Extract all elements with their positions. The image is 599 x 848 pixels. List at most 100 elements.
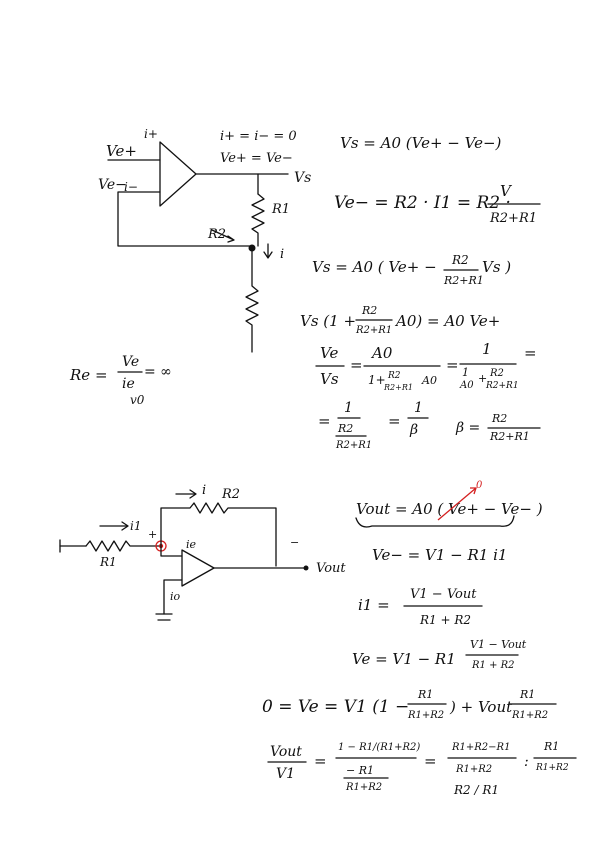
ratio-den: Vs xyxy=(320,370,339,388)
svg-text:=: = xyxy=(388,412,401,430)
eq-zero-den: R1+R2 xyxy=(407,710,444,721)
eq-vs2-num: R2 xyxy=(451,253,469,267)
eq-ve-num: V xyxy=(500,182,513,200)
eq-vs3-den: R2+R1 xyxy=(355,325,392,336)
gain-num: Vout xyxy=(270,744,302,760)
node-dot xyxy=(248,244,256,252)
zero-mark: 0 xyxy=(476,480,483,491)
eq-ve2-lhs: Ve = V1 − R1 xyxy=(352,650,456,668)
g2-den-den: R1+R2 xyxy=(345,782,382,793)
eq-vs2-a: Vs = A0 ( Ve+ − xyxy=(312,258,437,276)
svg-text:=: = xyxy=(314,752,327,770)
ratio-num: Ve xyxy=(320,344,338,362)
beta-num: 1 xyxy=(414,400,423,416)
label-minus: − xyxy=(290,536,299,549)
inverting-amplifier-circuit: i R2 i1 R1 + − Vout ie io xyxy=(59,483,346,621)
eq-ve-lhs: Ve− = R2 · I1 = R2 · xyxy=(334,193,511,213)
g3-div: : xyxy=(524,754,529,770)
eq-vs3-a: Vs (1 + xyxy=(300,312,356,330)
re-val: = ∞ xyxy=(144,364,172,380)
re-num: Ve xyxy=(122,354,139,370)
beta-def-num: R2 xyxy=(491,412,507,425)
sum-a-den: A0 xyxy=(459,380,474,391)
resistor-r1 xyxy=(85,540,161,552)
beta-def-den: R2+R1 xyxy=(489,430,530,443)
label-plus: + xyxy=(148,528,157,541)
label-i-minus: i− xyxy=(124,180,138,194)
re-den: ie xyxy=(122,376,135,392)
feedback-r2 xyxy=(160,502,277,567)
label-i-plus: i+ xyxy=(144,127,158,141)
g2-num: 1 − R1/(R1+R2) xyxy=(338,742,420,753)
label-vs: Vs xyxy=(294,170,311,186)
eq-zero-lhs: 0 = Ve = V1 (1 − xyxy=(262,697,409,717)
g4-num: R1 xyxy=(543,740,559,753)
eq-vout-brace xyxy=(355,515,515,528)
eq-i1-lhs: i1 = xyxy=(358,596,390,614)
label-r1: R1 xyxy=(271,202,290,217)
svg-text:=: = xyxy=(424,752,437,770)
label-ve-minus: Ve− xyxy=(98,177,127,193)
label-i1: i1 xyxy=(130,519,141,533)
ratio-den2-den: R2+R1 xyxy=(383,383,413,392)
eq-vs3-b: A0) = A0 Ve+ xyxy=(394,312,500,330)
ratio-a0: A0 xyxy=(370,344,393,362)
sum-a: 1 xyxy=(462,366,469,379)
ground-symbol xyxy=(155,613,173,621)
label-r1: R1 xyxy=(99,555,117,569)
eq-vs2-b: Vs ) xyxy=(482,258,511,276)
svg-text:=: = xyxy=(350,356,363,374)
derivation-noninverting: Vs = A0 (Ve+ − Ve−) Ve− = R2 · I1 = R2 ·… xyxy=(69,134,541,451)
re-def: Re = xyxy=(69,366,108,384)
sum-b-den: R2+R1 xyxy=(485,381,519,391)
g3-num: R1+R2−R1 xyxy=(451,742,510,753)
svg-text:=: = xyxy=(524,344,537,362)
resistor-r2 xyxy=(245,249,259,353)
noninverting-amplifier-circuit: Ve+ i+ Ve− i− Vs R1 R2 i i+ = i− = 0 Ve+… xyxy=(98,127,311,353)
g2-den-num: − R1 xyxy=(346,764,374,777)
sum-plus: + xyxy=(478,372,487,385)
label-ve-plus: Ve+ xyxy=(106,142,137,160)
label-r2: R2 xyxy=(221,487,240,502)
svg-text:=: = xyxy=(318,412,331,430)
condition-currents: i+ = i− = 0 xyxy=(220,129,297,144)
beta-den: β xyxy=(409,422,418,438)
opamp-triangle xyxy=(159,141,197,207)
final-den-den: R2+R1 xyxy=(335,440,372,451)
eq-ve-den: R2+R1 xyxy=(489,211,537,226)
final-num: 1 xyxy=(344,400,353,416)
final-den-num: R2 xyxy=(337,422,353,435)
eq-ve2-den: R1 + R2 xyxy=(471,660,515,671)
eq-zero-mid: ) + Vout xyxy=(449,698,513,716)
feedback-wire xyxy=(117,191,253,247)
svg-text:=: = xyxy=(446,356,459,374)
eq-zero-num2: R1 xyxy=(519,688,535,701)
current-arrow xyxy=(263,243,273,259)
label-io: io xyxy=(170,590,181,603)
label-ie: ie xyxy=(186,538,197,551)
eq-ve: Ve− = V1 − R1 i1 xyxy=(372,546,507,564)
re-sub: v0 xyxy=(130,393,145,407)
sum-b-num: R2 xyxy=(489,368,504,379)
ratio-den2-num: R2 xyxy=(387,371,401,381)
eq-vs2-den: R2+R1 xyxy=(443,274,484,287)
beta-def: β = xyxy=(455,420,480,436)
label-i: i xyxy=(202,483,206,498)
eq-ve2-num: V1 − Vout xyxy=(470,638,527,651)
cancel-arrow xyxy=(437,487,477,521)
condition-voltages: Ve+ = Ve− xyxy=(220,151,293,166)
label-vout: Vout xyxy=(316,561,346,576)
eq-i1-num: V1 − Vout xyxy=(410,587,477,602)
g5-result: R2 / R1 xyxy=(453,783,499,797)
eq-vs: Vs = A0 (Ve+ − Ve−) xyxy=(340,134,502,152)
g4-den: R1+R2 xyxy=(535,763,569,773)
ratio-den2-b: A0 xyxy=(421,374,437,387)
derivation-inverting: Vout = A0 ( Ve+ − Ve− ) 0 Ve− = V1 − R1 … xyxy=(262,480,577,797)
eq-zero-num: R1 xyxy=(417,688,433,701)
eq-vs3-num: R2 xyxy=(361,304,377,317)
ratio-den2-a: 1+ xyxy=(368,373,386,387)
label-i: i xyxy=(280,247,284,262)
ratio-one: 1 xyxy=(482,340,492,358)
eq-vout: Vout = A0 ( Ve+ − Ve− ) xyxy=(356,500,543,518)
